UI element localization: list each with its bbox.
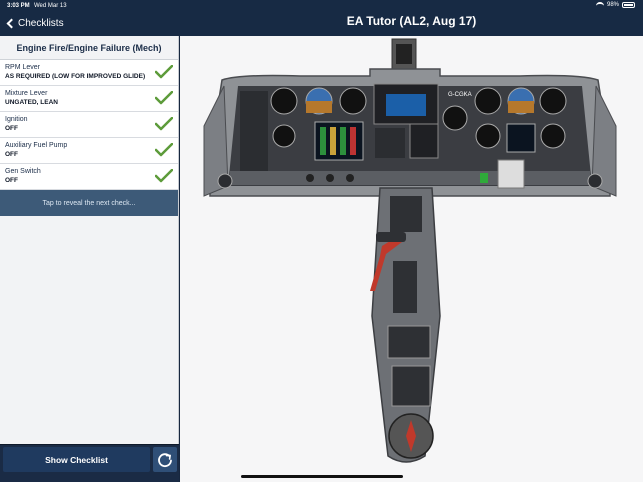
standby-compass bbox=[497, 159, 525, 189]
engine-bar bbox=[330, 127, 336, 155]
turn-coordinator bbox=[272, 124, 296, 148]
flap-panel bbox=[387, 325, 431, 359]
attitude-ground bbox=[306, 101, 332, 113]
check-icon bbox=[155, 91, 173, 105]
radio-stack bbox=[409, 123, 439, 159]
checklist-item[interactable]: Mixture Lever UNGATED, LEAN bbox=[0, 86, 178, 112]
airspeed-gauge bbox=[270, 87, 298, 115]
hsi-gauge bbox=[539, 87, 567, 115]
top-bar: 3:03 PM Wed Mar 13 98% Checklists EA Tut… bbox=[0, 0, 643, 36]
item-label: RPM Lever bbox=[5, 64, 41, 71]
lower-switch-strip bbox=[230, 171, 590, 185]
throttle-lever bbox=[376, 232, 406, 242]
switch-panel-left bbox=[240, 91, 268, 176]
reset-button[interactable] bbox=[153, 447, 177, 472]
standby-ground bbox=[508, 101, 534, 113]
home-indicator bbox=[241, 475, 403, 478]
fuel-gauge bbox=[540, 123, 566, 149]
engine-bar bbox=[340, 127, 346, 155]
battery-percent: 98% bbox=[606, 2, 619, 8]
check-icon bbox=[155, 169, 173, 183]
engine-bar bbox=[350, 127, 356, 155]
checklist-title: Engine Fire/Engine Failure (Mech) bbox=[0, 36, 178, 60]
cockpit-illustration: G-CGKA bbox=[203, 38, 617, 463]
chevron-left-icon bbox=[6, 18, 17, 28]
switch-indicator bbox=[480, 173, 488, 183]
clock-gauge bbox=[474, 87, 502, 115]
checklist-item[interactable]: Gen Switch OFF bbox=[0, 164, 178, 190]
trim-panel bbox=[393, 261, 417, 313]
engine-bar bbox=[320, 127, 326, 155]
mixture-lever bbox=[370, 236, 402, 291]
check-icon bbox=[155, 143, 173, 157]
check-icon bbox=[155, 117, 173, 131]
check-icon bbox=[155, 65, 173, 79]
checklist-item[interactable]: Auxiliary Fuel Pump OFF bbox=[0, 138, 178, 164]
item-value: OFF bbox=[5, 151, 18, 158]
cockpit-view: G-CGKA bbox=[180, 36, 643, 482]
air-vent-icon bbox=[587, 173, 603, 189]
bottom-toolbar: Show Checklist bbox=[0, 444, 179, 482]
mfd-screen bbox=[506, 123, 536, 153]
registration-label: G-CGKA bbox=[448, 92, 472, 98]
item-value: OFF bbox=[5, 177, 18, 184]
air-vent-icon bbox=[217, 173, 233, 189]
status-time: 3:03 PM bbox=[7, 3, 30, 9]
knob-icon bbox=[326, 174, 334, 182]
page-title: EA Tutor (AL2, Aug 17) bbox=[346, 14, 477, 28]
item-value: UNGATED, LEAN bbox=[5, 99, 58, 106]
status-indicators: 98% bbox=[595, 2, 635, 8]
vor-gauge bbox=[442, 105, 468, 131]
switch-panel-center bbox=[375, 128, 405, 158]
altimeter-gauge bbox=[339, 87, 367, 115]
gps-screen bbox=[386, 94, 426, 116]
checklist-panel: Engine Fire/Engine Failure (Mech) RPM Le… bbox=[0, 36, 179, 482]
checklist-item[interactable]: Ignition OFF bbox=[0, 112, 178, 138]
battery-icon bbox=[622, 2, 635, 8]
fuel-selector-panel bbox=[391, 365, 431, 407]
item-label: Gen Switch bbox=[5, 168, 41, 175]
vsi-gauge bbox=[475, 123, 501, 149]
checklist-item[interactable]: RPM Lever AS REQUIRED (LOW FOR IMPROVED … bbox=[0, 60, 178, 86]
back-button[interactable]: Checklists bbox=[6, 16, 64, 30]
wifi-icon bbox=[595, 2, 604, 8]
throttle-quadrant bbox=[390, 196, 422, 232]
compass-icon bbox=[396, 44, 412, 64]
item-label: Auxiliary Fuel Pump bbox=[5, 142, 68, 149]
refresh-icon bbox=[158, 452, 172, 467]
knob-icon bbox=[346, 174, 354, 182]
avionics-stack bbox=[373, 83, 439, 125]
item-value: AS REQUIRED (LOW FOR IMPROVED GLIDE) bbox=[5, 73, 146, 80]
reveal-next-check-button[interactable]: Tap to reveal the next check... bbox=[0, 190, 178, 216]
item-value: OFF bbox=[5, 125, 18, 132]
show-checklist-button[interactable]: Show Checklist bbox=[3, 447, 150, 472]
knob-icon bbox=[306, 174, 314, 182]
status-date: Wed Mar 13 bbox=[34, 3, 67, 9]
back-label: Checklists bbox=[18, 17, 64, 29]
fuel-selector-pointer bbox=[406, 420, 416, 452]
item-label: Mixture Lever bbox=[5, 90, 48, 97]
item-label: Ignition bbox=[5, 116, 28, 123]
